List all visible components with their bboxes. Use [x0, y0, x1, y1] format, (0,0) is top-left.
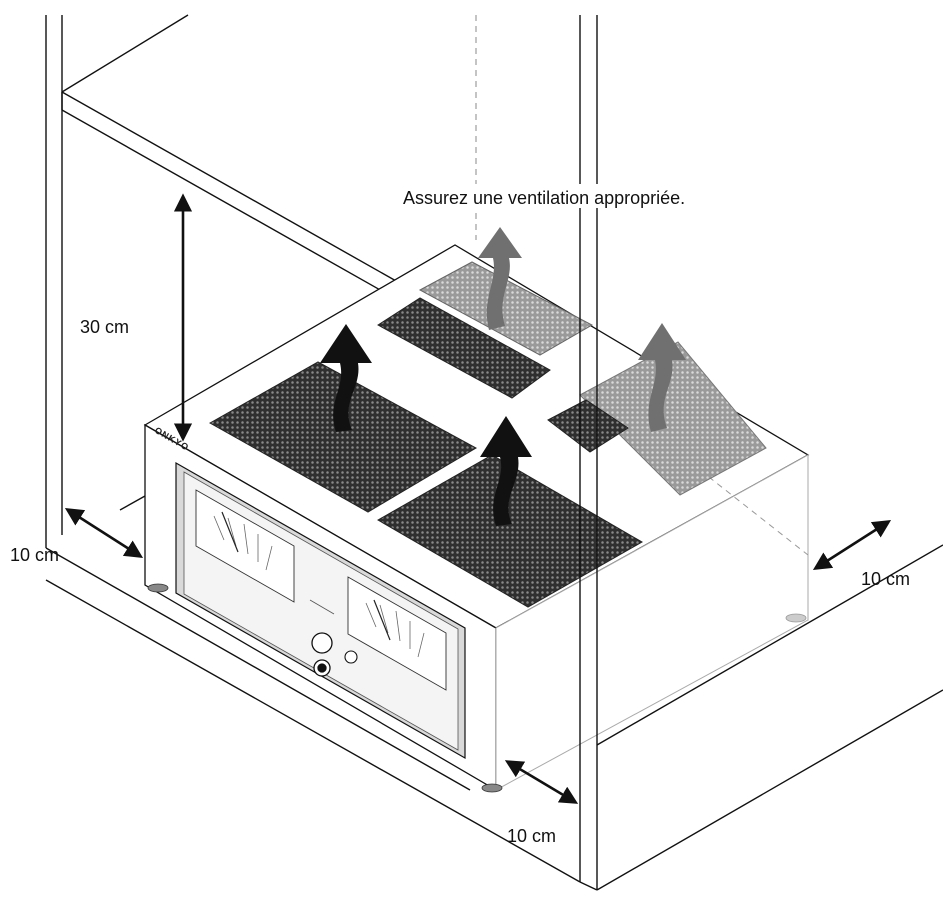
- cabinet-back: [45, 14, 581, 883]
- right-vu-meter: [347, 576, 447, 691]
- vent-grilles: [208, 261, 767, 608]
- foot-left: [147, 583, 169, 593]
- vent-grille-front-left: [208, 361, 478, 513]
- heat-arrow-front-left: [320, 324, 372, 432]
- clearance-label-left: 10 cm: [10, 545, 59, 565]
- heat-arrows: [320, 227, 686, 526]
- cabinet-front: [579, 15, 943, 891]
- clearance-arrow-back: [504, 760, 579, 804]
- heat-arrow-back-right: [638, 323, 686, 432]
- amplifier: [143, 244, 810, 793]
- clearance-arrow-left: [64, 508, 144, 558]
- clearance-arrow-right: [812, 520, 892, 570]
- front-controls: [309, 599, 358, 677]
- clearance-label-back: 10 cm: [507, 826, 556, 846]
- vent-grille-middle-right: [547, 399, 629, 453]
- left-vu-meter: [195, 489, 295, 603]
- clearance-arrows: [64, 193, 892, 804]
- caption: Assurez une ventilation appropriée.: [403, 188, 685, 208]
- vent-grille-middle-left: [377, 297, 551, 399]
- clearance-label-top: 30 cm: [80, 317, 129, 337]
- foot-right: [785, 613, 807, 623]
- vent-grille-front-right: [376, 454, 644, 608]
- heat-arrow-back-left: [478, 227, 522, 330]
- clearance-label-right: 10 cm: [861, 569, 910, 589]
- foot-front: [481, 783, 503, 793]
- heat-arrow-front-right: [480, 416, 532, 526]
- vent-grille-back-left: [418, 261, 594, 356]
